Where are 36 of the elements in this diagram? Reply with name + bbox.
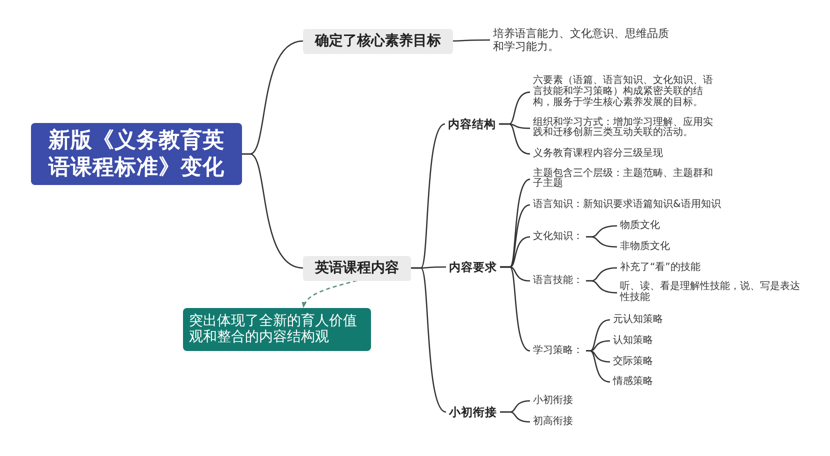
leaf-text: 语言知识：新知识要求语篇知识&语用知识 (530, 200, 724, 210)
leaf-text: 物质文化 (617, 220, 663, 232)
leaf-text: 初高衔接 (530, 416, 576, 428)
note-text: 培养语言能力、文化意识、思维品质和学习能力。 (490, 27, 676, 53)
subtopic-label: 内容要求 (446, 260, 500, 274)
leaf-text: 学习策略： (530, 346, 586, 356)
leaf-text: 主题包含三个层级：主题范畴、主题群和子主题 (530, 168, 720, 190)
branch-line (586, 280, 618, 294)
topic-box: 确定了核心素养目标 (303, 28, 453, 54)
leaf-text: 交际策略 (610, 356, 656, 368)
leaf-text: 义务教育课程内容分三级呈现 (530, 148, 666, 160)
leaf-text: 认知策略 (610, 336, 656, 346)
leaf-text: 小初衔接 (530, 396, 576, 406)
leaf-text: 听、读、看是理解性技能，说、写是表达性技能 (617, 282, 807, 304)
leaf-text: 元认知策略 (610, 314, 666, 326)
branch-line (452, 39, 490, 42)
leaf-text: 语言技能： (530, 276, 586, 286)
branch-line (586, 350, 610, 383)
branch-line (242, 153, 304, 269)
branch-line (499, 123, 530, 155)
arrow (302, 280, 358, 308)
callout-box: 突出体现了全新的育人价值观和整合的内容结构观 (183, 308, 371, 351)
leaf-text: 文化知识： (530, 232, 586, 242)
branch-line (500, 411, 530, 423)
leaf-text: 情感策略 (610, 376, 656, 388)
leaf-text: 六要素（语篇、语言知识、文化知识、语言技能和学习策略）构成紧密关联的结构，服务于学生核心素养发展的目标。 (530, 76, 720, 108)
branch-line (586, 236, 618, 248)
branch-line (500, 266, 530, 352)
subtopic-label: 内容结构 (445, 117, 499, 131)
leaf-text: 补充了“看”的技能 (617, 262, 704, 274)
branch-line (411, 267, 446, 413)
central-topic-box: 新版《义务教育英语课程标准》变化 (31, 123, 242, 185)
subtopic-label: 小初衔接 (446, 405, 500, 419)
leaf-text: 组织和学习方式：增加学习理解、应用实践和迁移创新三类互动关联的活动。 (530, 118, 720, 140)
topic-box: 英语课程内容 (303, 256, 411, 280)
leaf-text: 非物质文化 (617, 242, 673, 252)
